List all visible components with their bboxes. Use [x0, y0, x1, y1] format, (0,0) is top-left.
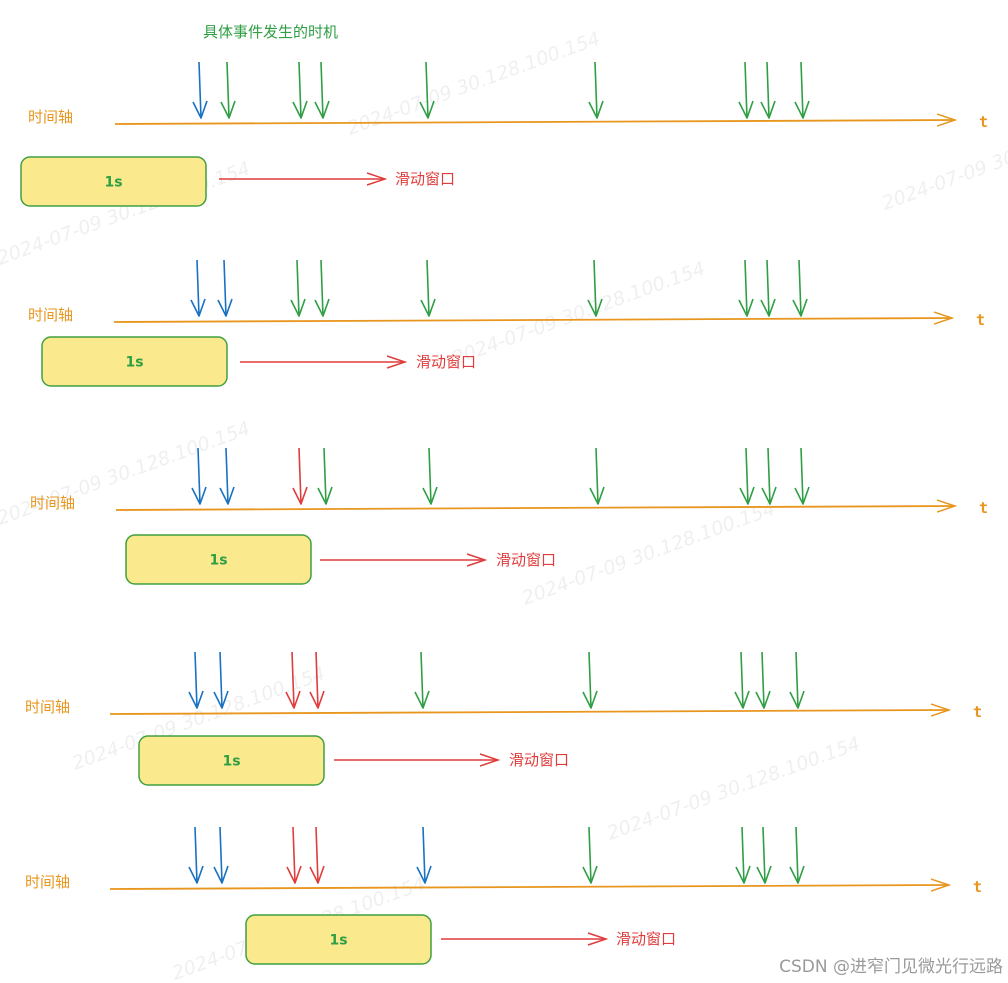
event-arrow-green [755, 651, 771, 709]
event-arrow-green [314, 61, 330, 119]
event-arrow-green [582, 651, 598, 709]
watermark: 2024-07-09 30.128.100.154 [449, 258, 708, 370]
time-axis-line [109, 710, 949, 714]
event-arrow-green [220, 61, 236, 119]
sliding-window-box [20, 156, 207, 207]
event-arrow-green [760, 61, 776, 119]
event-arrow-green [794, 61, 810, 119]
sliding-window-label: 滑动窗口 [616, 930, 676, 948]
sliding-window-box [41, 336, 228, 387]
credit-label: CSDN @进窄门见微光行远路 [779, 957, 1003, 977]
window-duration-label: 1s [222, 754, 240, 770]
window-duration-label: 1s [209, 553, 227, 569]
event-arrow-green [789, 826, 805, 884]
axis-label: 时间轴 [28, 108, 73, 126]
axis-end-label: t [973, 703, 982, 721]
sliding-window-label: 滑动窗口 [395, 170, 455, 188]
event-arrow-red [285, 651, 301, 709]
sliding-window-box [138, 735, 325, 786]
event-arrow-red [292, 447, 308, 505]
watermark: 2024-07-09 30.128.100.154 [519, 498, 778, 610]
event-arrow-red [286, 826, 302, 884]
sliding-window-label: 滑动窗口 [496, 551, 556, 569]
event-arrow-green [420, 259, 436, 317]
event-arrow-blue [217, 259, 233, 317]
axis-label: 时间轴 [25, 873, 70, 891]
event-arrow-blue [191, 447, 207, 505]
timeline-row: 时间轴 t 1s 滑动窗口 [30, 447, 988, 585]
event-arrow-green [792, 259, 808, 317]
event-arrow-green [794, 447, 810, 505]
event-arrow-blue [213, 826, 229, 884]
event-arrow-green [735, 826, 751, 884]
event-arrow-green [588, 61, 604, 119]
event-arrow-blue [192, 61, 208, 119]
event-arrow-green [317, 447, 333, 505]
timeline-row: 时间轴 t 1s 滑动窗口 [20, 61, 988, 207]
axis-end-label: t [973, 878, 982, 896]
event-arrow-green [422, 447, 438, 505]
event-arrow-blue [416, 826, 432, 884]
event-arrow-green [292, 61, 308, 119]
event-arrow-blue [213, 651, 229, 709]
sliding-window-label: 滑动窗口 [416, 353, 476, 371]
event-arrow-blue [188, 826, 204, 884]
event-arrow-red [309, 826, 325, 884]
window-duration-label: 1s [104, 175, 122, 191]
axis-end-label: t [976, 311, 985, 329]
event-arrow-green [738, 259, 754, 317]
event-arrow-green [419, 61, 435, 119]
sliding-window-box [125, 534, 312, 585]
event-arrow-blue [188, 651, 204, 709]
event-arrow-blue [190, 259, 206, 317]
axis-label: 时间轴 [25, 698, 70, 716]
watermark: 2024-07-09 30.128.100.154 [0, 418, 253, 530]
axis-end-label: t [979, 499, 988, 517]
window-duration-label: 1s [329, 933, 347, 949]
time-axis-line [114, 120, 955, 124]
event-arrow-green [738, 61, 754, 119]
event-arrow-green [734, 651, 750, 709]
sliding-window-box [245, 914, 432, 965]
event-arrow-blue [219, 447, 235, 505]
event-arrow-red [309, 651, 325, 709]
time-axis-line [109, 885, 949, 889]
window-duration-label: 1s [125, 355, 143, 371]
event-arrow-green [414, 651, 430, 709]
sliding-window-label: 滑动窗口 [509, 751, 569, 769]
watermark: 2024-07-09 30.128.100.154 [604, 733, 863, 845]
timeline-row: 时间轴 t 1s 滑动窗口 [25, 826, 982, 965]
timeline-row: 时间轴 t 1s 滑动窗口 [25, 651, 982, 786]
axis-label: 时间轴 [28, 306, 73, 324]
event-arrow-green [739, 447, 755, 505]
event-arrow-green [290, 259, 306, 317]
event-timing-label: 具体事件发生的时机 [203, 23, 338, 41]
timeline-row: 时间轴 t 1s 滑动窗口 [28, 259, 985, 387]
event-arrow-green [761, 447, 777, 505]
event-arrow-green [756, 826, 772, 884]
time-axis-line [113, 318, 952, 322]
event-arrow-green [789, 651, 805, 709]
event-arrow-green [589, 447, 605, 505]
axis-end-label: t [979, 113, 988, 131]
event-arrow-green [314, 259, 330, 317]
time-axis-line [115, 506, 955, 510]
event-arrow-green [760, 259, 776, 317]
event-arrow-green [587, 259, 603, 317]
event-arrow-green [582, 826, 598, 884]
axis-label: 时间轴 [30, 494, 75, 512]
